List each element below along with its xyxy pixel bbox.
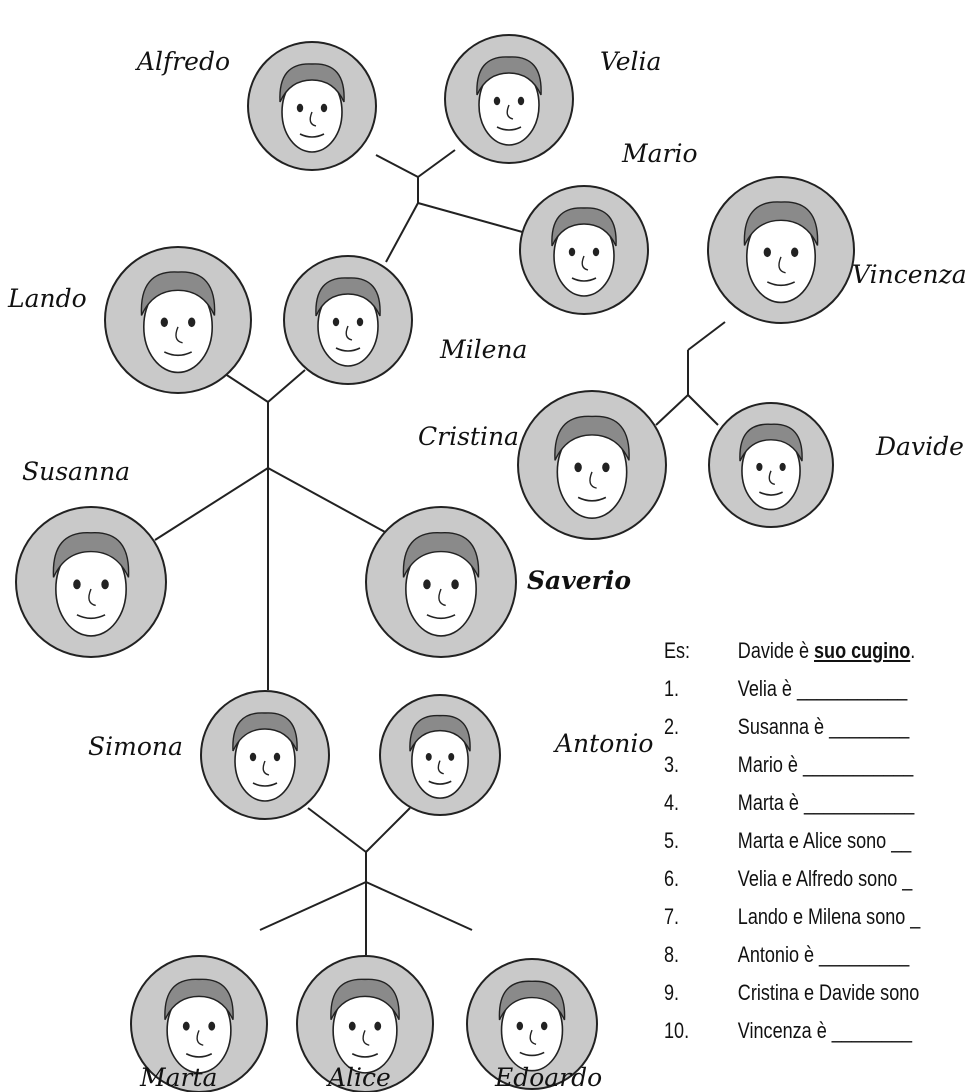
tree-connector-line bbox=[417, 149, 456, 178]
tree-connector-line bbox=[687, 394, 719, 426]
exercise-sentence: Marta è ___________ bbox=[737, 790, 915, 815]
exercise-item: 10. Vincenza è ________ bbox=[664, 1018, 973, 1048]
exercise-number: 2. bbox=[664, 714, 680, 739]
exercise-item: 3. Mario è ___________ bbox=[664, 752, 973, 782]
example-suffix: . bbox=[910, 638, 916, 663]
portrait-mario bbox=[519, 185, 649, 315]
exercise-sentence: Velia e Alfredo sono _ bbox=[737, 866, 913, 891]
exercise-item: 7. Lando e Milena sono _ bbox=[664, 904, 973, 934]
portraits bbox=[15, 34, 855, 1092]
exercise-number: 5. bbox=[664, 828, 680, 853]
example-sentence: Davide è suo cugino. bbox=[738, 638, 915, 664]
exercise-number: 4. bbox=[664, 790, 680, 815]
name-label-mario: Mario bbox=[621, 139, 698, 168]
portrait-marta bbox=[130, 955, 268, 1092]
portrait-susanna bbox=[15, 506, 167, 658]
name-label-antonio: Antonio bbox=[553, 729, 653, 758]
exercise-sentence: Vincenza è ________ bbox=[737, 1018, 913, 1043]
exercise-sentence: Antonio è _________ bbox=[737, 942, 910, 967]
portrait-velia bbox=[444, 34, 574, 164]
exercise-sentence: Susanna è ________ bbox=[737, 714, 910, 739]
portrait-antonio bbox=[379, 694, 501, 816]
name-label-susanna: Susanna bbox=[22, 457, 130, 486]
exercise-number: 3. bbox=[664, 752, 680, 777]
tree-connector-line bbox=[267, 467, 386, 533]
exercise-item: 6. Velia e Alfredo sono _ bbox=[664, 866, 973, 896]
exercise-sentence: Mario è ___________ bbox=[737, 752, 914, 777]
portrait-milena bbox=[283, 255, 413, 385]
tree-connector-line bbox=[655, 394, 689, 426]
name-label-marta: Marta bbox=[139, 1063, 217, 1092]
example-prefix: Davide è bbox=[737, 638, 815, 663]
portrait-cristina bbox=[517, 390, 667, 540]
exercise-item: 2. Susanna è ________ bbox=[664, 714, 973, 744]
exercise-item: 5. Marta e Alice sono __ bbox=[664, 828, 973, 858]
exercise-item: 9. Cristina e Davide sono bbox=[664, 980, 973, 1010]
tree-connector-line bbox=[154, 467, 269, 541]
tree-connector-line bbox=[365, 881, 473, 931]
name-labels: Alfredo VeliaMarioVincenzaLandoMilenaCris… bbox=[7, 47, 967, 1092]
exercise-number: 8. bbox=[664, 942, 680, 967]
exercise-number: 6. bbox=[664, 866, 680, 891]
tree-connector-line bbox=[687, 321, 726, 351]
name-label-cristina: Cristina bbox=[418, 422, 519, 451]
example-row: Es: Davide è suo cugino. bbox=[664, 638, 973, 668]
portrait-saverio bbox=[365, 506, 517, 658]
exercise-number: 10. bbox=[664, 1018, 690, 1043]
tree-connector-line bbox=[417, 202, 527, 234]
name-label-velia: Velia bbox=[600, 47, 661, 76]
exercise-sentence: Velia è ___________ bbox=[737, 676, 908, 701]
name-label-alfredo: Alfredo bbox=[135, 47, 230, 76]
exercise-sentence: Marta e Alice sono __ bbox=[737, 828, 912, 853]
exercise-item: 1. Velia è ___________ bbox=[664, 676, 973, 706]
example-answer: suo cugino bbox=[814, 638, 911, 663]
name-label-edoardo: Edoardo bbox=[494, 1063, 602, 1092]
exercise-sentence: Lando e Milena sono _ bbox=[737, 904, 921, 929]
portrait-lando bbox=[104, 246, 252, 394]
exercise-item: 4. Marta è ___________ bbox=[664, 790, 973, 820]
exercise-item: 8. Antonio è _________ bbox=[664, 942, 973, 972]
tree-connector-line bbox=[385, 202, 419, 263]
name-label-lando: Lando bbox=[7, 284, 87, 313]
tree-connector-line bbox=[365, 807, 411, 853]
portrait-alice bbox=[296, 955, 434, 1092]
portrait-alfredo bbox=[247, 41, 377, 171]
tree-connector-line bbox=[267, 369, 306, 403]
portrait-edoardo bbox=[466, 958, 598, 1090]
portrait-simona bbox=[200, 690, 330, 820]
name-label-vincenza: Vincenza bbox=[852, 260, 967, 289]
tree-connector-line bbox=[307, 807, 367, 853]
portrait-davide bbox=[708, 402, 834, 528]
example-label: Es: bbox=[664, 638, 691, 663]
exercise-number: 9. bbox=[664, 980, 680, 1005]
name-label-simona: Simona bbox=[88, 732, 183, 761]
name-label-milena: Milena bbox=[439, 335, 527, 364]
exercise-number: 1. bbox=[664, 676, 680, 701]
name-label-alice: Alice bbox=[326, 1063, 391, 1092]
tree-connector-line bbox=[375, 154, 419, 178]
portrait-vincenza bbox=[707, 176, 855, 324]
exercise-sentence: Cristina e Davide sono bbox=[737, 980, 920, 1005]
name-label-saverio: Saverio bbox=[527, 566, 631, 595]
tree-connector-line bbox=[259, 881, 367, 931]
exercise-number: 7. bbox=[664, 904, 680, 929]
name-label-davide: Davide bbox=[875, 432, 964, 461]
